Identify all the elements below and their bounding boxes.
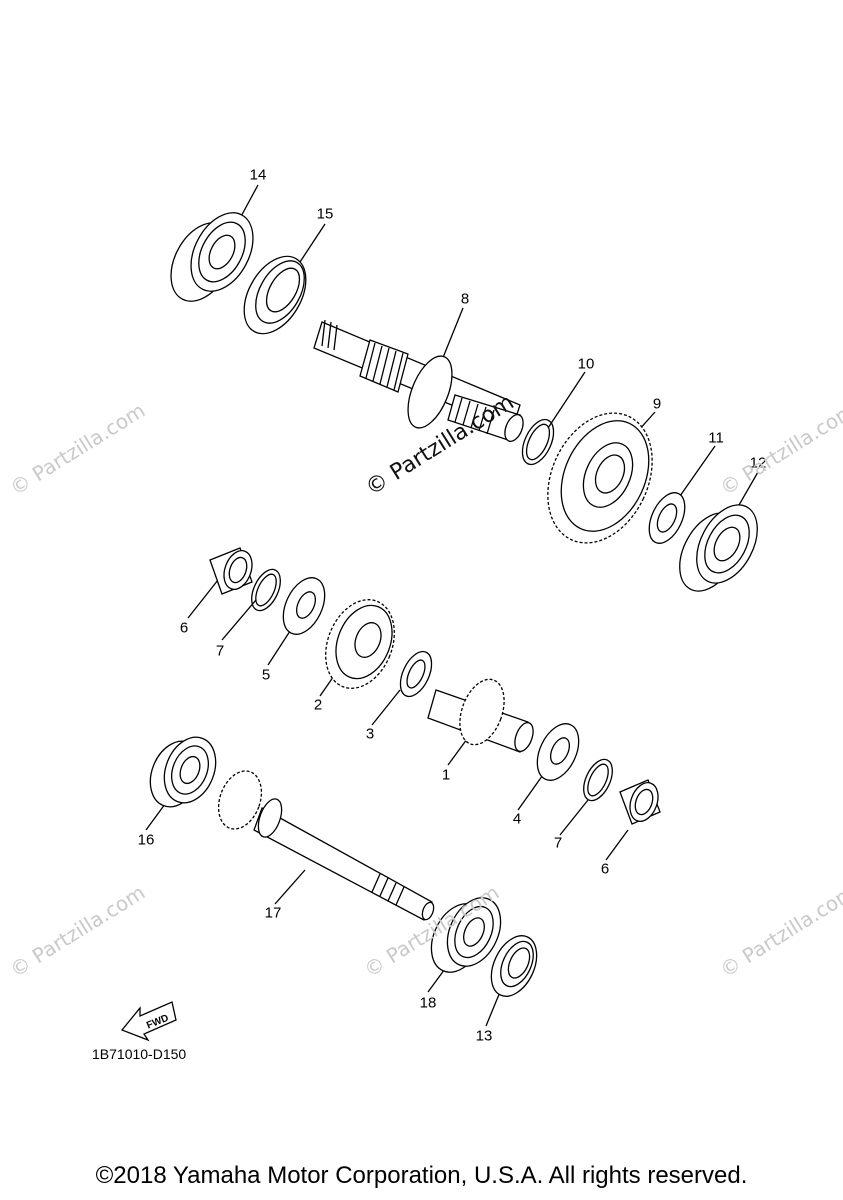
part-6-needle-bearing-lower [619,779,661,825]
callout-15: 16 [137,831,155,849]
callout-18: 13 [475,1027,493,1045]
callout-7-lower: 7 [553,834,563,852]
part-8-shaft [313,319,524,442]
part-15-bearing [149,736,217,808]
part-7-circlip-lower [583,758,613,802]
part-18-oil-seal [490,935,538,997]
part-5-washer [282,577,326,635]
part-10-circlip [521,418,555,466]
callout-6-lower: 6 [600,860,610,878]
callout-6-upper: 6 [179,619,189,637]
part-17-bearing [430,897,502,973]
callout-17: 18 [419,994,437,1012]
part-2-gear [325,599,395,689]
copyright-notice: ©2018 Yamaha Motor Corporation, U.S.A. A… [95,1162,748,1189]
part-9-gear [547,412,653,544]
part-3-washer [399,650,433,698]
callout-4: 4 [512,810,522,828]
callout-7-upper: 7 [215,642,225,660]
callout-1: 1 [441,766,451,784]
callout-2: 2 [313,696,323,714]
callout-5: 5 [261,666,271,684]
part-16-drive-shaft [217,770,435,921]
callout-13: 14 [249,166,267,184]
leader-lines [145,184,759,1027]
callout-14: 15 [316,205,334,223]
part-12-bearing [679,504,758,592]
part-7-circlip-upper [251,568,281,612]
fwd-arrow-icon: FWD [120,1001,177,1042]
diagram-code: 1B71010-D150 [92,1046,187,1062]
part-6-needle-bearing-upper [209,547,253,595]
callout-16: 17 [264,904,282,922]
part-13-bearing [170,212,254,302]
part-11-washer [648,492,686,544]
part-4-washer [536,723,580,781]
callout-3: 3 [365,725,375,743]
callout-10: 10 [577,355,595,373]
callout-8: 8 [460,290,470,308]
callout-9: 9 [652,395,662,413]
part-1-pinion-shaft [427,678,534,753]
callout-12: 12 [749,454,767,472]
part-14-oil-seal [243,255,307,335]
callout-11: 11 [708,429,724,447]
